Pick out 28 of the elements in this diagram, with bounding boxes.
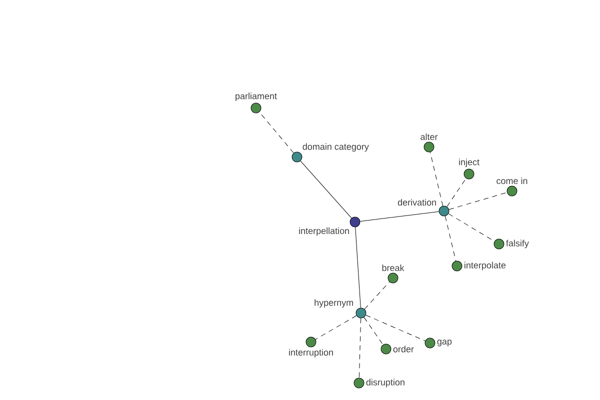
link-line	[315, 315, 357, 340]
link-line	[430, 152, 444, 206]
node-label: alter	[420, 133, 438, 140]
link-line	[364, 282, 390, 310]
node-label: domain category	[302, 143, 369, 152]
node-label: hypernym	[314, 299, 353, 308]
node-label: inject	[459, 158, 480, 168]
link-line	[446, 178, 466, 207]
node-label: come in	[496, 177, 528, 184]
node-label: gap	[437, 340, 452, 346]
node-label: interpolate	[464, 262, 506, 270]
node-label: order	[393, 346, 414, 352]
link-line	[355, 227, 361, 308]
link-line	[300, 160, 352, 218]
link-line	[360, 211, 440, 222]
node-label: break	[382, 264, 404, 272]
node-label: falsify	[506, 240, 529, 248]
node-label: parliament	[236, 92, 277, 102]
link-line	[364, 317, 384, 345]
link-line	[448, 192, 508, 210]
link-line	[358, 318, 362, 378]
link-line	[259, 112, 294, 154]
node-label: disruption	[366, 378, 404, 388]
link-line	[366, 314, 426, 342]
node-label: interruption	[289, 348, 333, 358]
node-label: interpellation	[299, 227, 349, 236]
link-line	[444, 216, 456, 262]
node-label: derivation	[398, 198, 436, 206]
